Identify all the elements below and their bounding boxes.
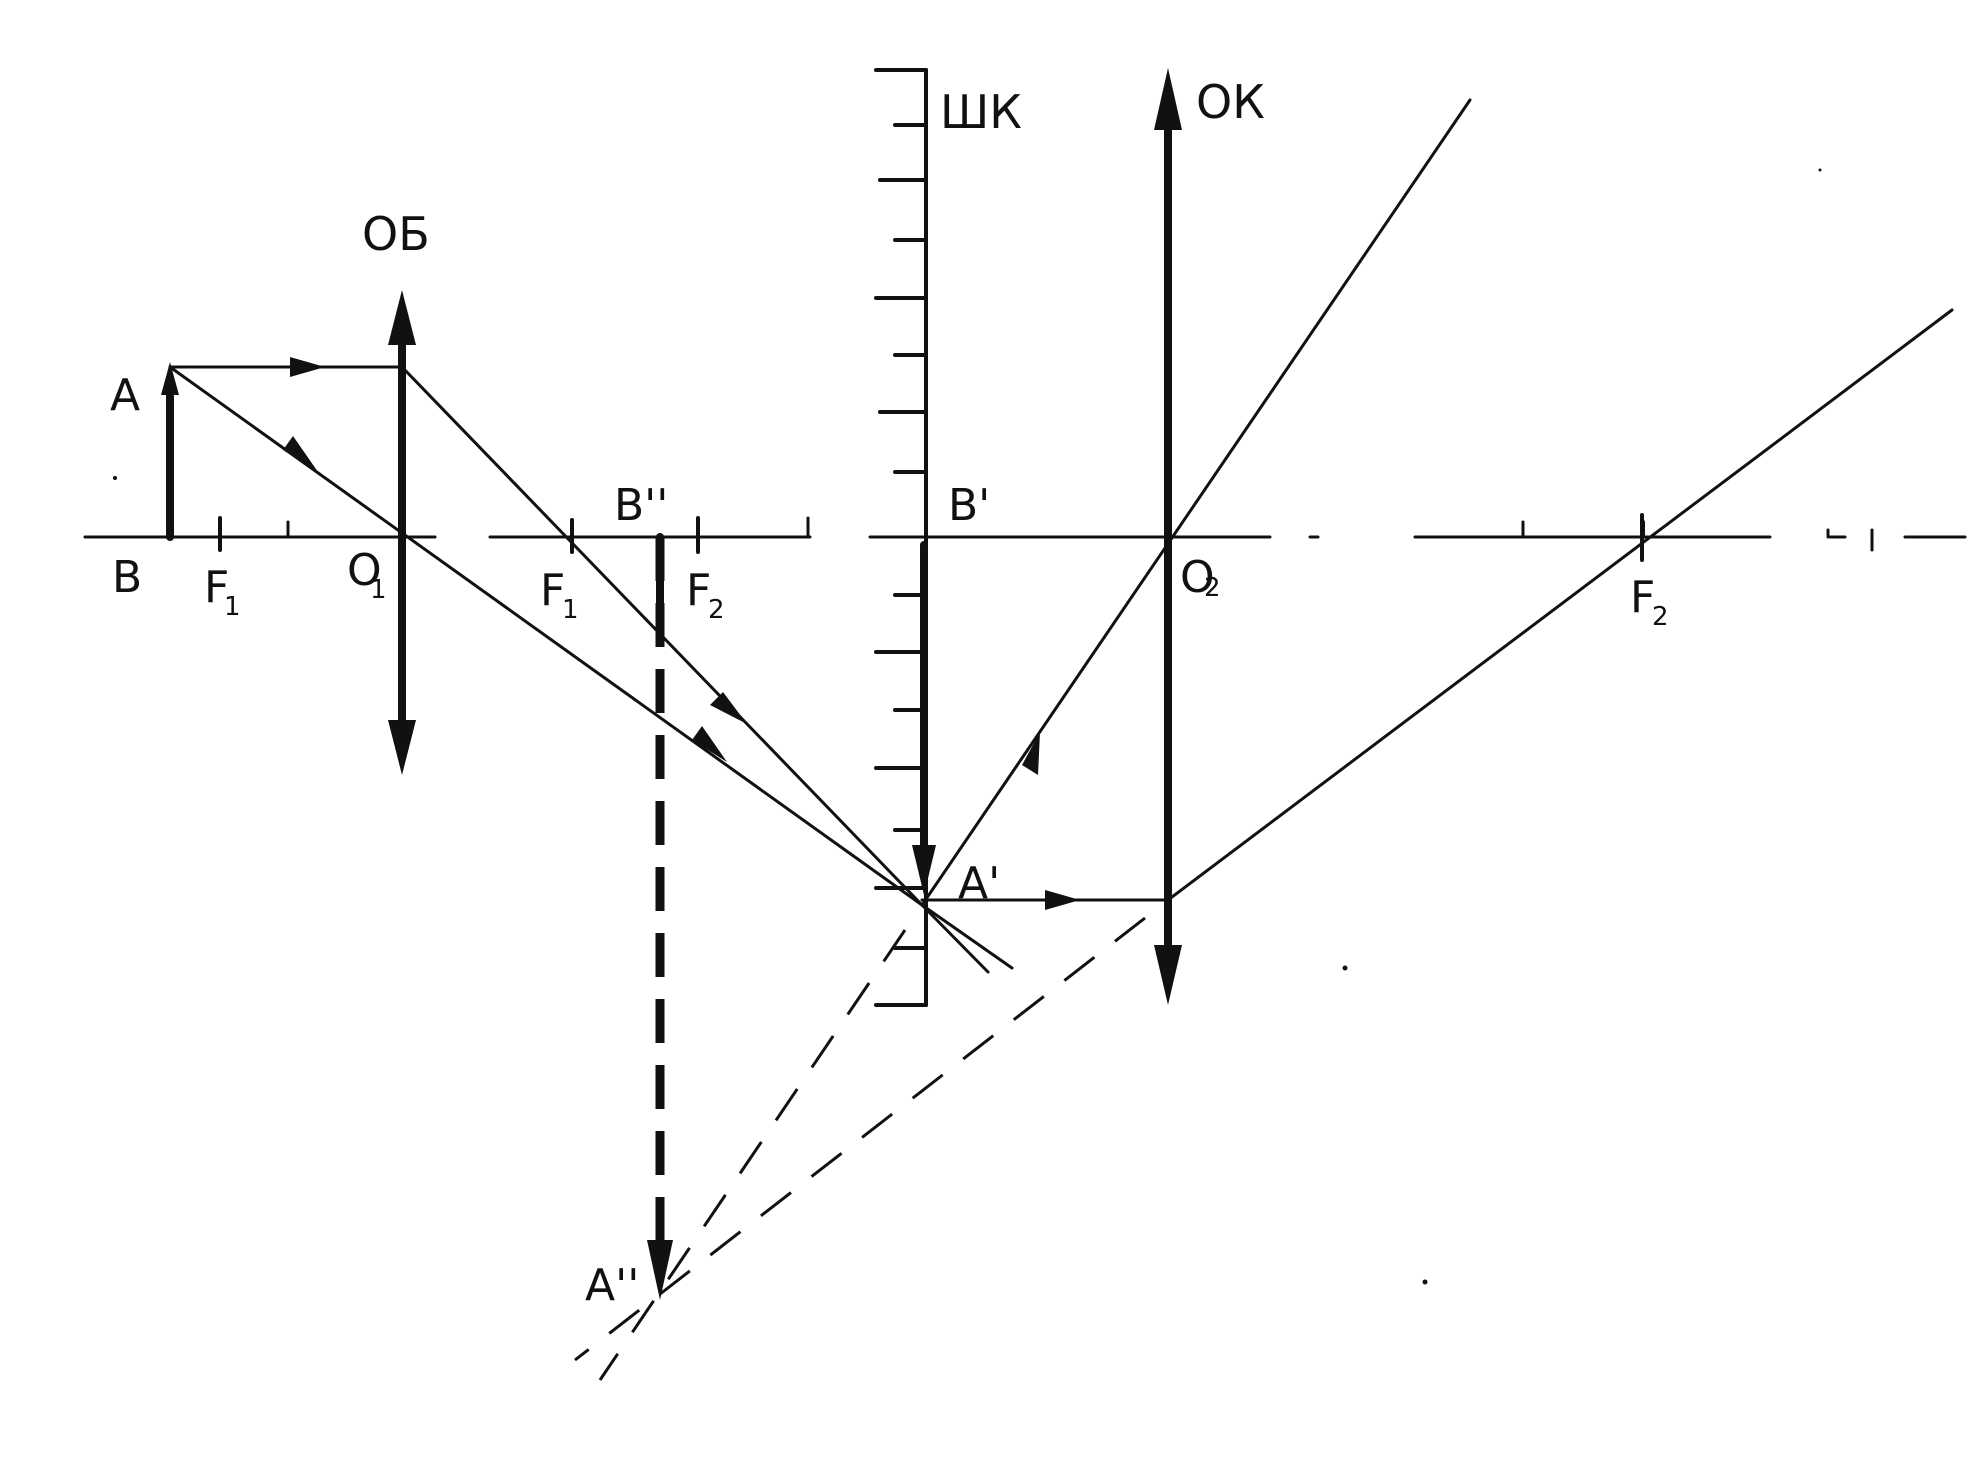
label-F1-left-sub: 1	[224, 592, 241, 622]
label-A-prime: A'	[958, 858, 1000, 909]
virtual-image-A2B2	[647, 533, 673, 1300]
intermediate-image-A1B1	[912, 541, 936, 895]
label-F1-right-sub: 1	[562, 595, 579, 625]
label-F2-right: F	[1630, 572, 1655, 623]
rays-objective	[168, 357, 1014, 974]
labels: ОБ ШК ОК A B F 1 O 1 F 1 B'' F 2 B' O 2 …	[110, 75, 1669, 1311]
label-F2-left: F	[686, 565, 711, 616]
label-F1-left: F	[204, 562, 229, 613]
label-F1-right: F	[540, 565, 565, 616]
label-O2: O	[1180, 552, 1215, 603]
label-scale: ШК	[940, 85, 1022, 139]
label-B-prime: B'	[948, 480, 990, 531]
label-B: B	[112, 552, 142, 603]
label-A-double-prime: A''	[585, 1260, 639, 1311]
label-O1: O	[347, 545, 382, 596]
scan-specks	[113, 168, 1822, 1285]
label-O1-sub: 1	[370, 575, 387, 605]
eyepiece-lens	[1154, 68, 1182, 1005]
label-A: A	[110, 370, 140, 421]
label-objective: ОБ	[362, 207, 430, 261]
rays-eyepiece	[920, 98, 1954, 910]
object-arrow-AB	[161, 362, 179, 541]
label-B-double-prime: B''	[614, 480, 668, 531]
label-F2-left-sub: 2	[708, 595, 725, 625]
label-eyepiece: ОК	[1196, 75, 1265, 129]
virtual-ray-extensions	[574, 916, 1146, 1381]
label-O2-sub: 2	[1204, 573, 1221, 603]
label-F2-right-sub: 2	[1652, 602, 1669, 632]
